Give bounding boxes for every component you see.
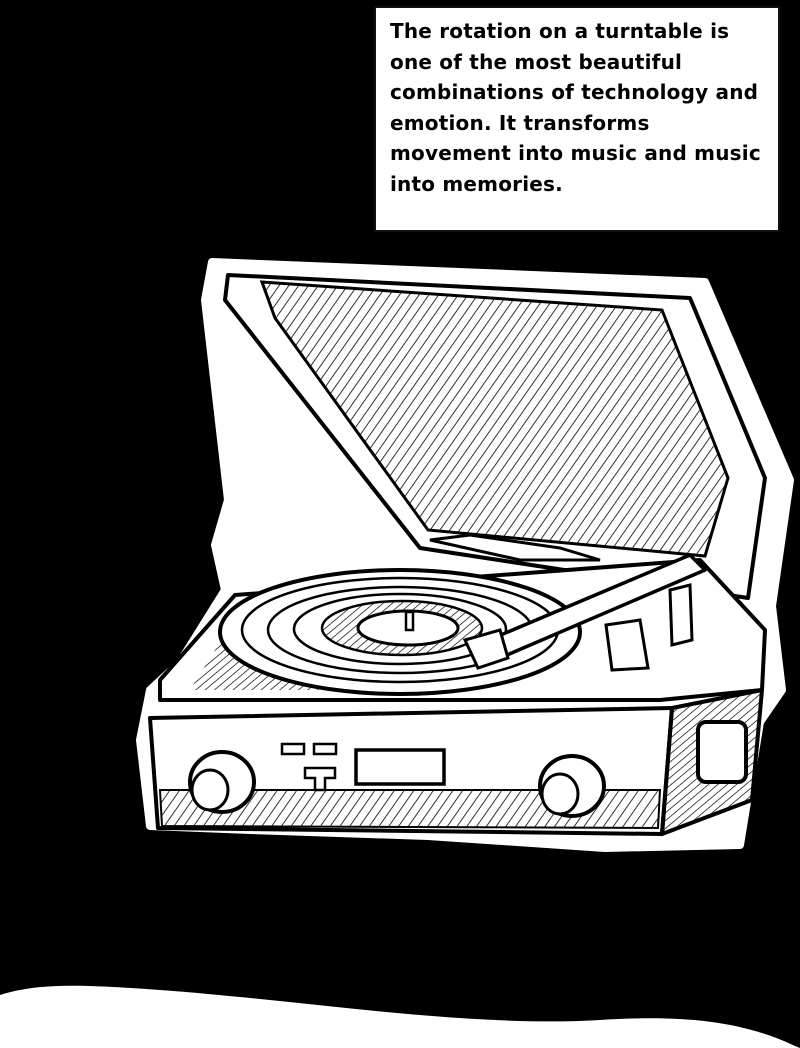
control-button-1 xyxy=(280,742,306,756)
left-knob-face xyxy=(190,768,230,812)
lid-hinge xyxy=(429,533,601,562)
record-groove-3 xyxy=(292,592,508,666)
caption-box: The rotation on a turntable is one of th… xyxy=(374,6,780,232)
caption-text: The rotation on a turntable is one of th… xyxy=(390,19,761,196)
base-front-bottom-hatch xyxy=(158,789,662,830)
tonearm-pivot xyxy=(668,583,694,647)
control-switch xyxy=(303,766,337,792)
tonearm-headshell xyxy=(462,628,510,670)
tonearm-rest xyxy=(604,618,650,672)
record-player-icon xyxy=(136,258,794,852)
side-speaker xyxy=(696,720,748,784)
lid-inner-hatch xyxy=(259,280,730,558)
right-knob-face xyxy=(540,772,580,816)
display-window xyxy=(354,748,446,786)
spindle xyxy=(404,610,415,632)
control-button-2 xyxy=(312,742,338,756)
